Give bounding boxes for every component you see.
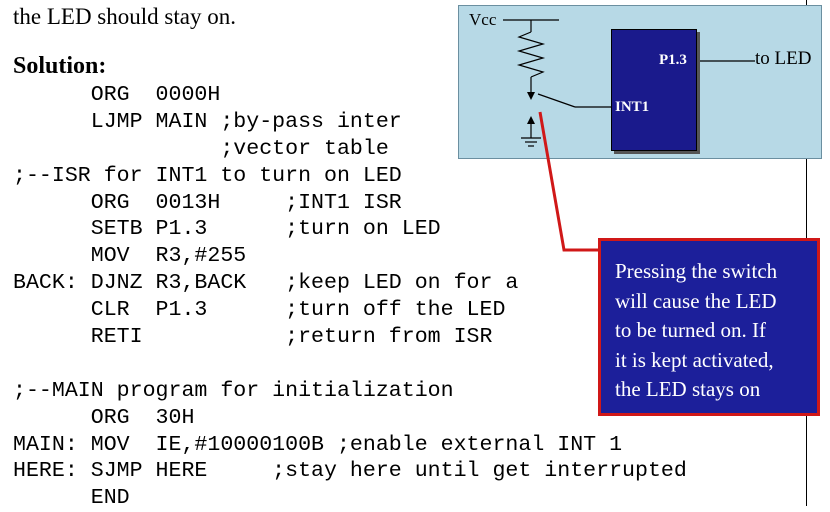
solution-heading: Solution:	[13, 53, 107, 79]
code-line: MAIN: MOV IE,#10000100B ;enable external…	[13, 432, 623, 457]
code-line: ;--ISR for INT1 to turn on LED	[13, 163, 402, 188]
code-line: CLR P1.3 ;turn off the LED	[13, 298, 506, 323]
assembly-code-block: ORG 0000H LJMP MAIN ;by-pass inter ;vect…	[13, 82, 687, 512]
code-line: BACK: DJNZ R3,BACK ;keep LED on for a	[13, 271, 519, 296]
callout-line: it is kept activated,	[615, 347, 774, 372]
circuit-wiring	[503, 19, 755, 147]
pin-int1-label: INT1	[615, 99, 650, 115]
junction-arrow	[527, 92, 535, 100]
to-led-label: to LED	[755, 48, 812, 69]
code-line: HERE: SJMP HERE ;stay here until get int…	[13, 459, 687, 484]
code-line: ORG 30H	[13, 405, 195, 430]
resistor-symbol	[516, 31, 546, 78]
pin-p13-label: P1.3	[659, 52, 687, 68]
code-line: ;--MAIN program for initialization	[13, 378, 454, 403]
code-line: MOV R3,#255	[13, 244, 247, 269]
callout-line: Pressing the switch	[615, 259, 778, 283]
switch-arrow	[527, 116, 535, 124]
code-line: ORG 0013H ;INT1 ISR	[13, 190, 402, 215]
callout-line: to be turned on. If	[615, 318, 767, 342]
code-line: RETI ;return from ISR	[13, 325, 493, 350]
callout-line: the LED stays on	[615, 377, 761, 401]
vcc-label: Vcc	[469, 10, 497, 29]
code-line: SETB P1.3 ;turn on LED	[13, 217, 441, 242]
circuit-diagram: Vcc P1.3 INT1 to LED	[458, 5, 822, 159]
explanation-callout: Pressing the switch will cause the LED t…	[598, 238, 820, 416]
code-line: ;vector table	[13, 136, 389, 161]
code-line: LJMP MAIN ;by-pass inter	[13, 109, 402, 134]
code-line: ORG 0000H	[13, 83, 221, 107]
intro-text: the LED should stay on.	[13, 4, 236, 29]
microcontroller-chip	[611, 29, 697, 151]
callout-line: will cause the LED	[615, 288, 777, 313]
